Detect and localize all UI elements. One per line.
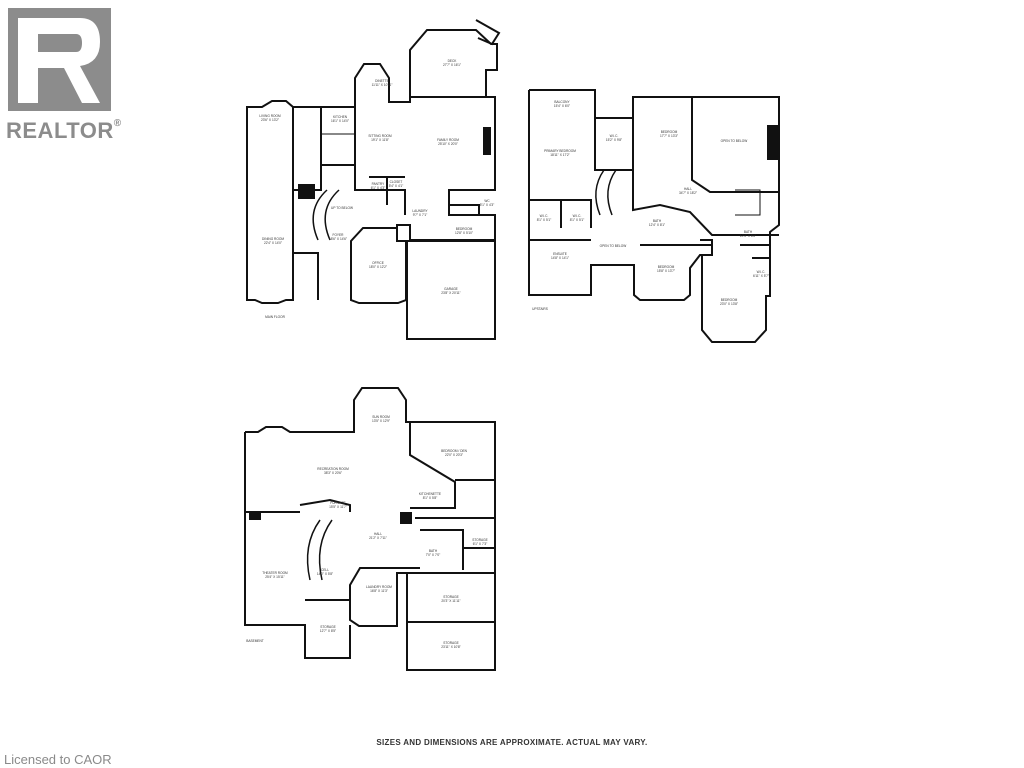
dimensions-disclaimer: SIZES AND DIMENSIONS ARE APPROXIMATE. AC… (376, 738, 648, 747)
logo-text: REALTOR® (6, 118, 122, 143)
basement-floor-plan (244, 387, 496, 671)
main-floor-plan (246, 19, 501, 340)
open-to-below-2: OPEN TO BELOW (600, 244, 627, 248)
room-wic-primary: W.I.C.15'2" X 9'8" (606, 134, 622, 142)
license-watermark: Licensed to CAOR (4, 752, 112, 767)
room-wic-2: W.I.C.8'1" X 5'1" (537, 214, 551, 222)
room-wic-4: W.I.C.6'11" X 5'7" (753, 270, 769, 278)
floor-label-upstairs: UPSTAIRS (532, 307, 548, 311)
upstairs-floor-plan (528, 89, 780, 343)
realtor-r-logo-icon (8, 8, 111, 111)
stair-label-main: UP TO BELOW (331, 206, 353, 210)
floor-label-basement: BASEMENT (246, 639, 264, 643)
floor-label-main: MAIN FLOOR (265, 315, 286, 319)
realtor-logo[interactable]: REALTOR® (6, 6, 122, 143)
open-to-below-1: OPEN TO BELOW (721, 139, 748, 143)
room-wic-3: W.I.C.8'1" X 5'1" (570, 214, 584, 222)
